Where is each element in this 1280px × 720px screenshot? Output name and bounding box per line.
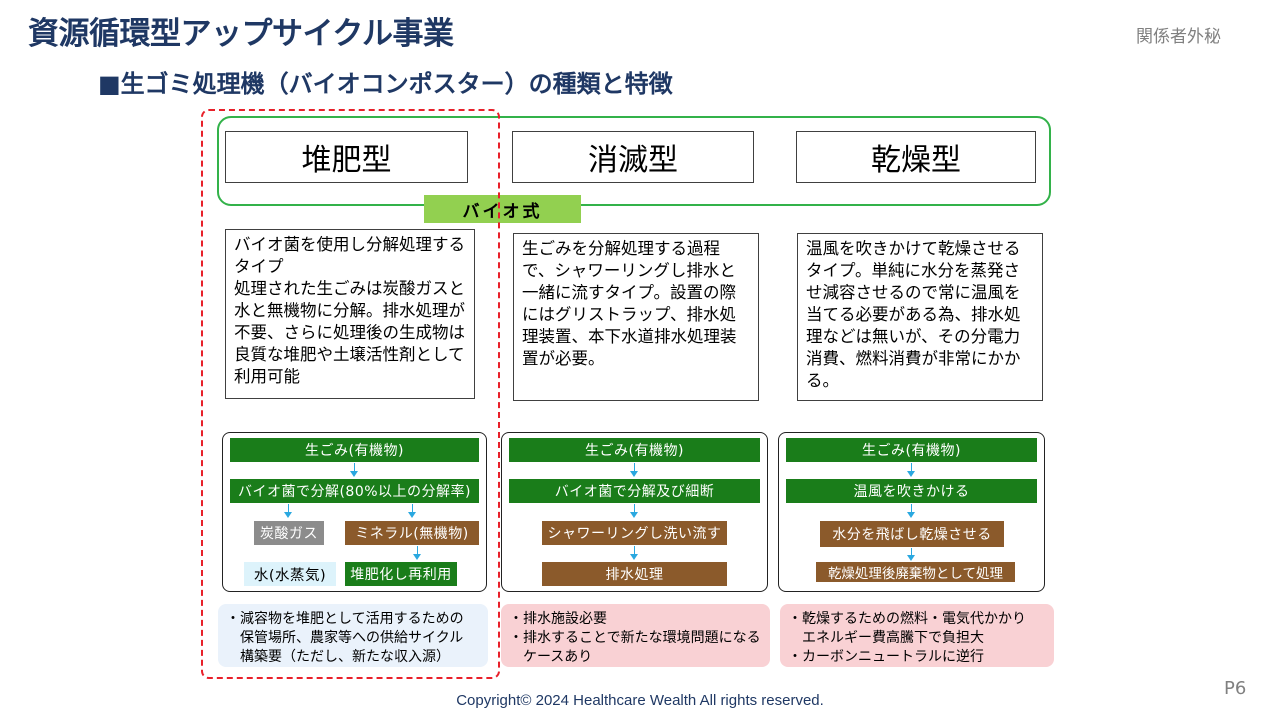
type-drying: 乾燥型 (796, 131, 1036, 183)
flow-disposal-start: 生ごみ(有機物) (509, 438, 760, 462)
flow-drying-step3: 乾燥処理後廃棄物として処理 (816, 562, 1015, 582)
bio-type-tag: バイオ式 (424, 195, 581, 223)
flow-disposal-step2: シャワーリングし洗い流す (542, 521, 727, 545)
flow-compost-water: 水(水蒸気) (244, 562, 336, 586)
flow-disposal-step1: バイオ菌で分解及び細断 (509, 479, 760, 503)
type-compost: 堆肥型 (225, 131, 468, 183)
confidential-label: 関係者外秘 (1136, 27, 1221, 47)
page-title: 資源循環型アップサイクル事業 (28, 16, 454, 52)
page-number: P6 (1224, 678, 1247, 699)
flow-compost-start: 生ごみ(有機物) (230, 438, 479, 462)
section-subtitle: ■生ゴミ処理機（バイオコンポスター）の種類と特徴 (98, 70, 673, 98)
flow-compost-reuse: 堆肥化し再利用 (345, 562, 457, 586)
note-disposal: ・排水施設必要 ・排水することで新たな環境問題になる ケースあり (501, 604, 770, 667)
flow-compost-co2: 炭酸ガス (254, 521, 324, 545)
flow-compost-step1: バイオ菌で分解(80%以上の分解率) (230, 479, 479, 503)
flow-drying-step1: 温風を吹きかける (786, 479, 1037, 503)
flow-drying-step2: 水分を飛ばし乾燥させる (820, 521, 1004, 547)
type-disposal: 消滅型 (512, 131, 754, 183)
note-drying: ・乾燥するための燃料・電気代かかり エネルギー費高騰下で負担大 ・カーボンニュー… (780, 604, 1054, 667)
desc-disposal: 生ごみを分解処理する過程で、シャワーリングし排水と一緒に流すタイプ。設置の際には… (513, 233, 759, 401)
desc-compost: バイオ菌を使用し分解処理するタイプ 処理された生ごみは炭酸ガスと水と無機物に分解… (225, 229, 475, 399)
desc-drying: 温風を吹きかけて乾燥させるタイプ。単純に水分を蒸発させ減容させるので常に温風を当… (797, 233, 1043, 401)
copyright: Copyright© 2024 Healthcare Wealth All ri… (456, 692, 824, 709)
flow-drying-start: 生ごみ(有機物) (786, 438, 1037, 462)
note-compost: ・減容物を堆肥として活用するための 保管場所、農家等への供給サイクル 構築要（た… (218, 604, 488, 667)
flow-disposal-step3: 排水処理 (542, 562, 727, 586)
highlight-frame-compost (201, 109, 500, 679)
type-header-frame (217, 116, 1051, 206)
flow-compost-mineral: ミネラル(無機物) (345, 521, 479, 545)
